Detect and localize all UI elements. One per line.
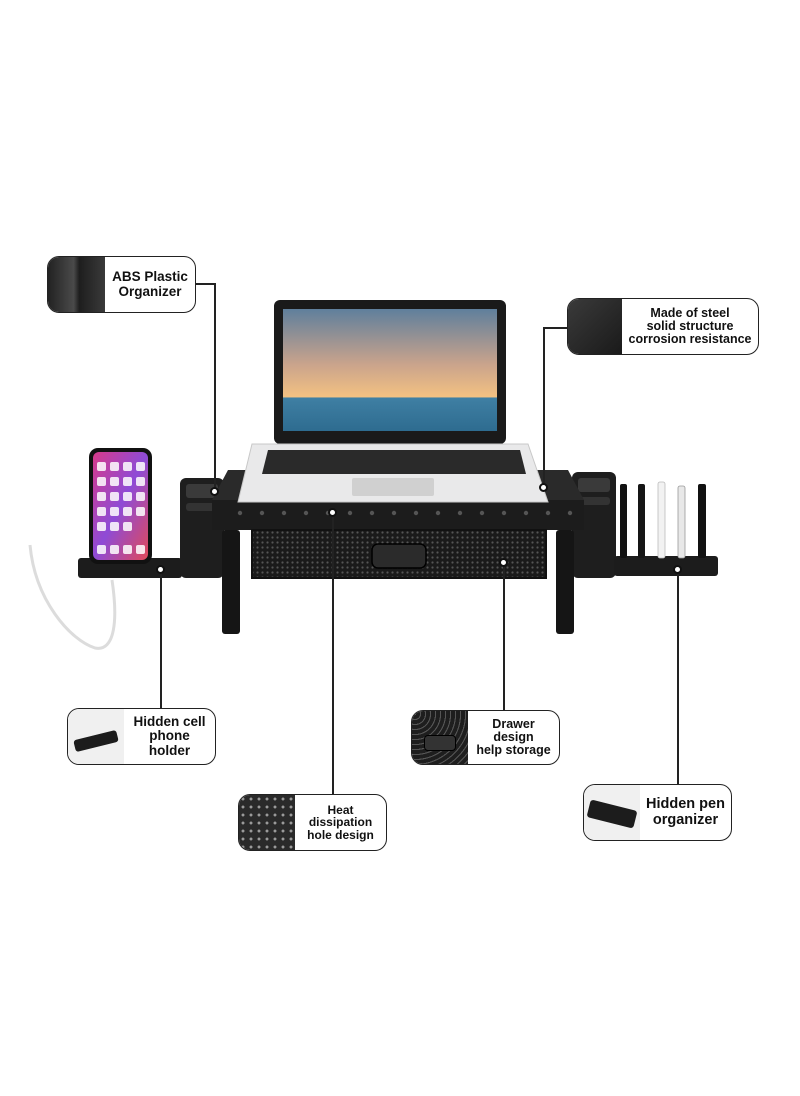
- callout-label: ABS Plastic Organizer: [112, 269, 188, 299]
- leader-line-steel: [543, 327, 545, 487]
- callout-steel-structure: Made of steel solid structure corrosion …: [567, 298, 759, 355]
- callout-label: Hidden pen organizer: [646, 796, 725, 828]
- pen-holder-thumbnail: [584, 785, 640, 840]
- leader-line-phone: [160, 570, 162, 708]
- pointer-dot-abs: [210, 487, 219, 496]
- phone-holder-thumbnail: [68, 709, 124, 764]
- callout-label: Hidden cell phone holder: [133, 714, 206, 758]
- pointer-dot-steel: [539, 483, 548, 492]
- organizer-thumbnail: [48, 257, 105, 312]
- callout-label: Made of steel solid structure corrosion …: [628, 305, 752, 347]
- leader-line-steel: [543, 327, 568, 329]
- callout-abs-organizer: ABS Plastic Organizer: [47, 256, 196, 313]
- leader-line-heat: [332, 512, 334, 794]
- callout-label: Heat dissipation hole design: [307, 802, 374, 842]
- callout-heat-holes: Heat dissipation hole design: [238, 794, 387, 851]
- heat-holes-thumbnail: [239, 795, 295, 850]
- pen-organizer-tray: [614, 481, 718, 576]
- leader-line-drawer: [503, 562, 505, 710]
- mesh-drawer: [251, 529, 547, 579]
- leader-line-abs: [195, 283, 215, 285]
- drawer-thumbnail: [412, 711, 468, 764]
- callout-label: Drawer design help storage: [476, 716, 551, 758]
- smartphone: [89, 448, 152, 564]
- laptop: [237, 300, 549, 503]
- stand-legs: [222, 530, 574, 634]
- pointer-dot-pen: [673, 565, 682, 574]
- pointer-dot-drawer: [499, 558, 508, 567]
- callout-drawer: Drawer design help storage: [411, 710, 560, 765]
- leader-line-pen: [677, 570, 679, 784]
- pointer-dot-heat: [328, 508, 337, 517]
- steel-thumbnail: [568, 299, 622, 354]
- pointer-dot-phone: [156, 565, 165, 574]
- leader-line-abs: [214, 283, 216, 491]
- callout-pen-organizer: Hidden pen organizer: [583, 784, 732, 841]
- callout-phone-holder: Hidden cell phone holder: [67, 708, 216, 765]
